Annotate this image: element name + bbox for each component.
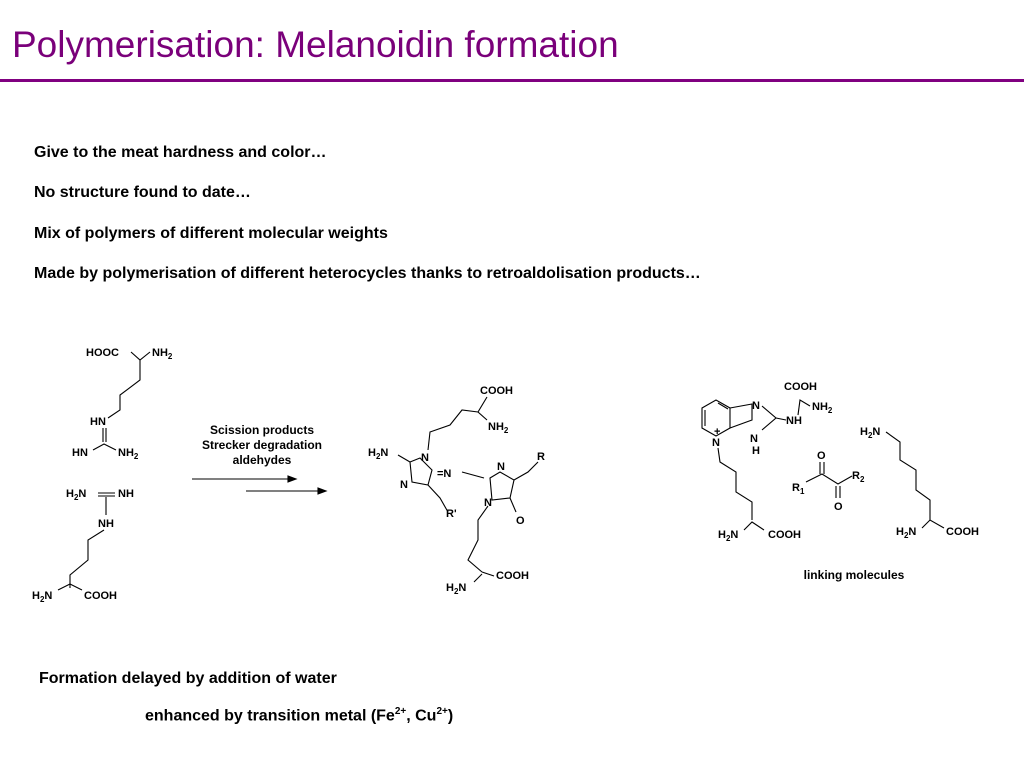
h2n-label-e: H2N	[718, 529, 738, 543]
n-label-e: N	[752, 400, 760, 412]
nh2-label-a: NH2	[152, 347, 173, 361]
plus-sign: +	[714, 426, 720, 438]
cooh-label-c: COOH	[496, 570, 529, 582]
nh2-label-b: NH2	[118, 447, 139, 461]
nh-label-a: NH	[118, 488, 134, 500]
h2n-label-b: H2N	[32, 590, 52, 604]
n-label-c: N	[497, 461, 505, 473]
reaction-arrow: Scission products Strecker degradation a…	[192, 423, 328, 495]
linking-molecules-caption: linking molecules	[804, 568, 905, 582]
nh-label-c: N	[750, 433, 758, 445]
cooh-label-e: COOH	[768, 529, 801, 541]
bullet-2: No structure found to date…	[34, 184, 251, 201]
footer-note-1: Formation delayed by addition of water	[39, 670, 337, 687]
reaction-scheme: HOOC NH2 HN HN NH2 H2N NH NH H2N COOH Sc…	[32, 347, 979, 604]
r-label: R	[537, 451, 545, 463]
slide-title: Polymerisation: Melanoidin formation	[12, 24, 619, 65]
amino-acid-structure: H2N NH NH H2N COOH	[32, 488, 134, 604]
dicarbonyl-structure: O R1 R2 O	[792, 450, 865, 513]
imidazole-product: COOH NH2 H2N N N R' =N N N R O COOH H2N	[368, 385, 545, 596]
h2n-label-a: H2N	[66, 488, 86, 502]
eq-n-label: =N	[437, 468, 451, 480]
hooc-label: HOOC	[86, 347, 119, 359]
title-divider	[0, 79, 1024, 82]
bullet-3: Mix of polymers of different molecular w…	[34, 225, 388, 242]
h-label: H	[752, 445, 760, 457]
nh-label-b: NH	[98, 518, 114, 530]
footer-note-2: enhanced by transition metal (Fe2+, Cu2+…	[145, 706, 454, 725]
bullet-1: Give to the meat hardness and color…	[34, 144, 327, 161]
cooh-label-d: COOH	[784, 381, 817, 393]
o-label-c: O	[834, 501, 843, 513]
n-label-d: N	[484, 497, 492, 509]
hn-label-b: HN	[72, 447, 88, 459]
nh-label-d: NH	[786, 415, 802, 427]
h2n-label-f: H2N	[860, 426, 880, 440]
n-label-a: N	[421, 452, 429, 464]
lysine-structure: H2N H2N COOH	[860, 426, 979, 540]
arrow-label-1: Scission products	[210, 423, 314, 437]
cooh-label-f: COOH	[946, 526, 979, 538]
nh2-label-c: NH2	[488, 421, 509, 435]
h2n-label-d: H2N	[446, 582, 466, 596]
h2n-label-g: H2N	[896, 526, 916, 540]
h2n-label-c: H2N	[368, 447, 388, 461]
o-label-b: O	[817, 450, 826, 462]
n-plus-label: N	[712, 437, 720, 449]
nh2-label-d: NH2	[812, 401, 833, 415]
pyridinium-structure: N + N N H NH COOH NH2 H2N COOH	[701, 381, 833, 543]
r1-label: R1	[792, 482, 805, 496]
n-label-b: N	[400, 479, 408, 491]
o-label-a: O	[516, 515, 525, 527]
arginine-structure: HOOC NH2 HN HN NH2	[72, 347, 173, 461]
cooh-label-b: COOH	[480, 385, 513, 397]
cooh-label-a: COOH	[84, 590, 117, 602]
r2-label: R2	[852, 470, 865, 484]
hn-label-a: HN	[90, 416, 106, 428]
arrow-label-2: Strecker degradation	[202, 438, 322, 452]
r-prime-label: R'	[446, 508, 457, 520]
arrow-label-3: aldehydes	[233, 453, 292, 467]
bullet-4: Made by polymerisation of different hete…	[34, 265, 701, 282]
